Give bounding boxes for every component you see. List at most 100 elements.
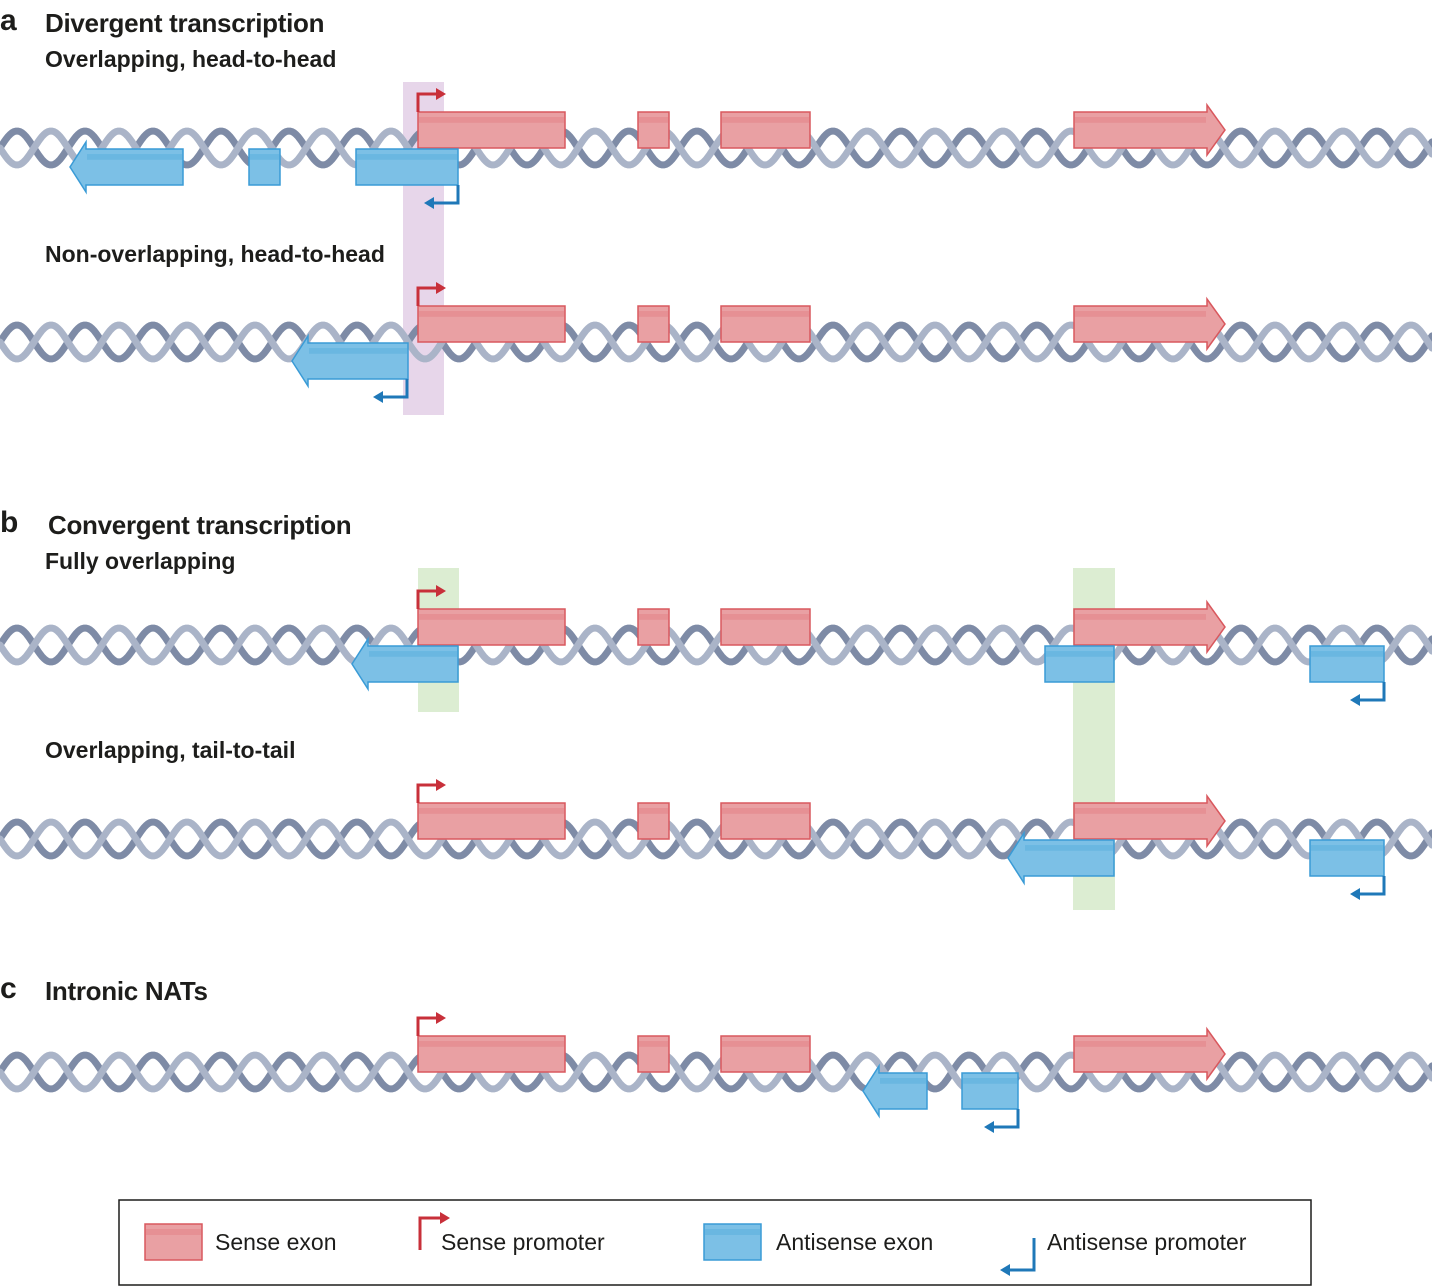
sense-promoter-line [416,783,438,803]
panel-a-letter: a [0,4,17,37]
sense-exon-stripe [639,311,668,317]
antisense-exon-stripe [1311,651,1383,657]
sense-exon-stripe [419,117,564,123]
sense-promoter-arrowhead [436,585,446,597]
b2-sense-exon-3 [720,802,811,840]
antisense-exon-arrow-body [291,333,409,389]
a2-sense-exon-4 [1073,296,1226,352]
c-sense-exon-3 [720,1035,811,1073]
antisense-exon-stripe [1046,651,1113,657]
sense-exon-arrow-body [1073,1026,1226,1082]
a1-antisense-promoter [424,185,460,209]
panel-a-row2-label: Non-overlapping, head-to-head [45,241,385,267]
sense-exon-stripe [1075,1041,1206,1047]
a1-antisense-exon-1 [355,148,459,186]
sense-exon-stripe [419,808,564,814]
c-sense-exon-1 [417,1035,566,1073]
sense-promoter-arrowhead [436,282,446,294]
antisense-exon-stripe [1025,845,1113,851]
sense-promoter-line [416,589,438,609]
a2-antisense-exon-arrow [291,333,409,389]
antisense-exon-stripe [87,154,182,160]
a1-antisense-exon-2 [248,148,281,186]
sense-exon-stripe [722,117,809,123]
antisense-promoter-line [1358,876,1386,896]
panel-c-letter: c [0,972,17,1005]
antisense-promoter-arrowhead [1350,888,1360,900]
c-antisense-exon-arrow [862,1063,928,1119]
a1-sense-exon-1 [417,111,566,149]
b2-antisense-exon-1 [1309,839,1385,877]
c-sense-promoter [416,1012,446,1036]
antisense-exon-stripe [1311,845,1383,851]
panel-b-row2-label: Overlapping, tail-to-tail [45,737,296,763]
b2-antisense-promoter [1350,876,1386,900]
legend-antisense-promoter-label: Antisense promoter [1047,1229,1247,1255]
sense-exon-stripe [419,1041,564,1047]
a1-sense-exon-3 [720,111,811,149]
antisense-exon-arrow-body [351,636,459,692]
b2-sense-exon-2 [637,802,670,840]
antisense-exon-arrow-body [862,1063,928,1119]
sense-exon-arrow-body [1073,793,1226,849]
sense-promoter-line [416,92,438,112]
a2-sense-exon-3 [720,305,811,343]
b1-antisense-promoter [1350,682,1386,706]
antisense-exon-arrow-body [69,139,184,195]
sense-exon-stripe [722,1041,809,1047]
a2-antisense-promoter [373,379,409,403]
legend [118,1199,1312,1286]
legend-sense-exon-label: Sense exon [215,1229,337,1255]
b1-sense-promoter [416,585,446,609]
sense-promoter-line [416,286,438,306]
a2-sense-exon-2 [637,305,670,343]
antisense-promoter-arrowhead [984,1121,994,1133]
antisense-exon-stripe [357,154,457,160]
b1-antisense-exon-1 [1309,645,1385,683]
panel-a-row1-label: Overlapping, head-to-head [45,46,337,72]
b2-sense-promoter [416,779,446,803]
a1-sense-exon-4 [1073,102,1226,158]
panel-b-title: Convergent transcription [48,510,352,540]
panel-c-title: Intronic NATs [45,976,208,1006]
sense-exon-stripe [639,614,668,620]
sense-promoter-arrowhead [440,1212,450,1224]
sense-exon-stripe [1075,808,1206,814]
antisense-promoter-arrowhead [1350,694,1360,706]
panel-b-row1-label: Fully overlapping [45,548,236,574]
sense-exon-stripe [1075,117,1206,123]
sense-exon-stripe [419,311,564,317]
c-sense-exon-2 [637,1035,670,1073]
legend-antisense-exon-stripe [705,1229,760,1235]
antisense-promoter-arrowhead [1000,1264,1010,1276]
sense-exon-stripe [722,614,809,620]
antisense-promoter-line [432,185,460,205]
antisense-exon-arrow-body [1007,830,1115,886]
a2-sense-promoter [416,282,446,306]
a1-sense-exon-2 [637,111,670,149]
panel-a-title: Divergent transcription [45,8,325,38]
b2-antisense-exon-arrow [1007,830,1115,886]
antisense-exon-stripe [369,651,457,657]
c-antisense-exon-1 [961,1072,1019,1110]
antisense-promoter-arrowhead [424,197,434,209]
c-sense-exon-4 [1073,1026,1226,1082]
antisense-promoter-line [1358,682,1386,702]
b2-sense-exon-4 [1073,793,1226,849]
a2-sense-exon-1 [417,305,566,343]
sense-exon-stripe [639,117,668,123]
sense-exon-arrow-body [1073,102,1226,158]
sense-exon-arrow-body [1073,296,1226,352]
sense-exon-stripe [419,614,564,620]
sense-exon-stripe [1075,311,1206,317]
antisense-exon-stripe [309,348,407,354]
panel-b-letter: b [0,506,19,539]
antisense-promoter-line [992,1109,1020,1129]
a1-sense-promoter [416,88,446,112]
sense-exon-stripe [722,311,809,317]
b2-sense-exon-1 [417,802,566,840]
sense-promoter-arrowhead [436,1012,446,1024]
antisense-exon-stripe [880,1078,926,1084]
legend-sense-exon-stripe [146,1229,201,1235]
